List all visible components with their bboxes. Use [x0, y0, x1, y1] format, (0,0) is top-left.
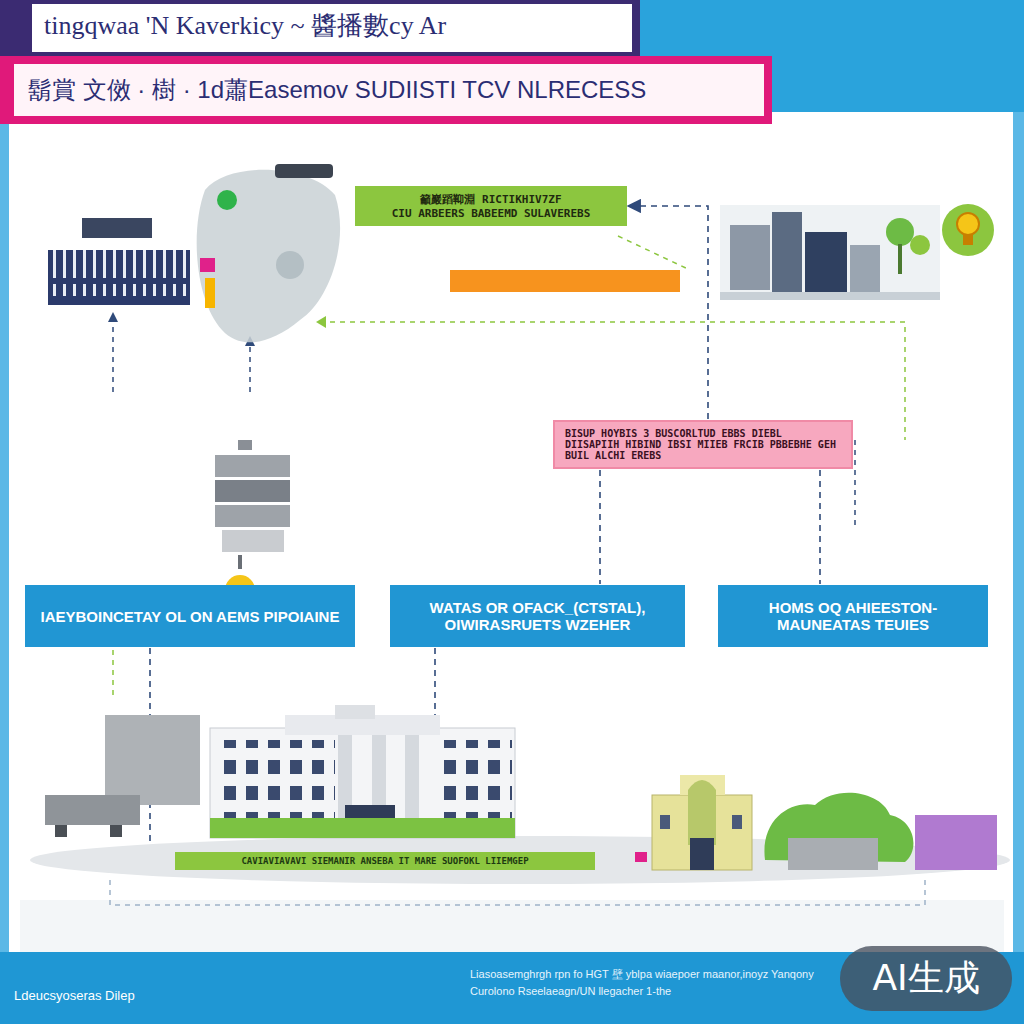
- note-box: BISUP HOYBIS 3 BUSCORLTUD EBBS DIEBL DII…: [553, 420, 853, 469]
- orange-bar: [450, 270, 680, 292]
- node-text: WATAS OR OFACK_(CTSTAL), OIWIRASRUETS WZ…: [402, 599, 673, 633]
- domed-building: [652, 775, 752, 870]
- node-text: IAEYBOINCETAY OL ON AEMS PIPOIAINE: [41, 608, 340, 625]
- header-band: 鬍賞 文傚 · 樹 · 1d蕭Easemov SUDIISTI TCV NLRE…: [0, 56, 772, 124]
- guide-arrowhead: [316, 316, 326, 328]
- note-box: 籲巖蹈䩕淵 RICTIKHIV7ZFCIU ARBEERS BABEEMD SU…: [355, 186, 627, 226]
- right-frame: [1013, 112, 1024, 960]
- node-text: 鬍賞 文傚 · 樹 · 1d蕭Easemov SUDIISTI TCV NLRE…: [28, 74, 750, 106]
- dashed-connector: [628, 206, 708, 419]
- grey-machine: [45, 715, 200, 837]
- node-text: CIU ARBEERS BABEEMD SULAVEREBS: [363, 207, 619, 220]
- dashed-connector: [599, 470, 601, 584]
- watermark: AI生成: [840, 946, 1012, 1011]
- footer-text: Ldeucsyoseras Dilep: [14, 988, 314, 1003]
- ground: [30, 836, 1010, 884]
- left-frame: [0, 120, 9, 960]
- lightbulb-icon: [942, 204, 994, 256]
- node-text: HOMS OQ AHIEESTON- MAUNEATAS TEUIES: [730, 599, 976, 633]
- machine-icon: [48, 218, 190, 305]
- main-building: [210, 705, 515, 838]
- process-box: WATAS OR OFACK_(CTSTAL), OIWIRASRUETS WZ…: [390, 585, 685, 647]
- title-ground: [32, 4, 632, 52]
- dashed-connector: [819, 470, 821, 584]
- node-text: 籲巖蹈䩕淵 RICTIKHIV7ZF: [363, 192, 619, 207]
- city-image: [720, 205, 940, 300]
- panel-foot: [20, 900, 1004, 952]
- pink-marker: [635, 852, 647, 862]
- title-band: [0, 0, 640, 56]
- grey-house: [788, 838, 878, 870]
- node-text: BISUP HOYBIS 3 BUSCORLTUD EBBS DIEBL DII…: [565, 428, 841, 461]
- guide-arrowhead: [108, 312, 118, 322]
- footer-note: Liasoasemghrgh rpn fo HGT 壁 yblpa wiaepo…: [470, 966, 830, 999]
- server-icon: [215, 440, 290, 609]
- base-strip: CAVIAVIAVAVI SIEMANIR ANSEBA IT MARE SUO…: [175, 852, 595, 870]
- process-box: IAEYBOINCETAY OL ON AEMS PIPOIAINE: [25, 585, 355, 647]
- process-box: HOMS OQ AHIEESTON- MAUNEATAS TEUIES: [718, 585, 988, 647]
- node-text: CAVIAVIAVAVI SIEMANIR ANSEBA IT MARE SUO…: [183, 856, 587, 866]
- grey-blob: [197, 164, 340, 342]
- purple-building: [915, 815, 997, 870]
- diagram-title: tingqwaa 'N Kaverkicy ~ 醬播數cy Ar: [44, 8, 624, 43]
